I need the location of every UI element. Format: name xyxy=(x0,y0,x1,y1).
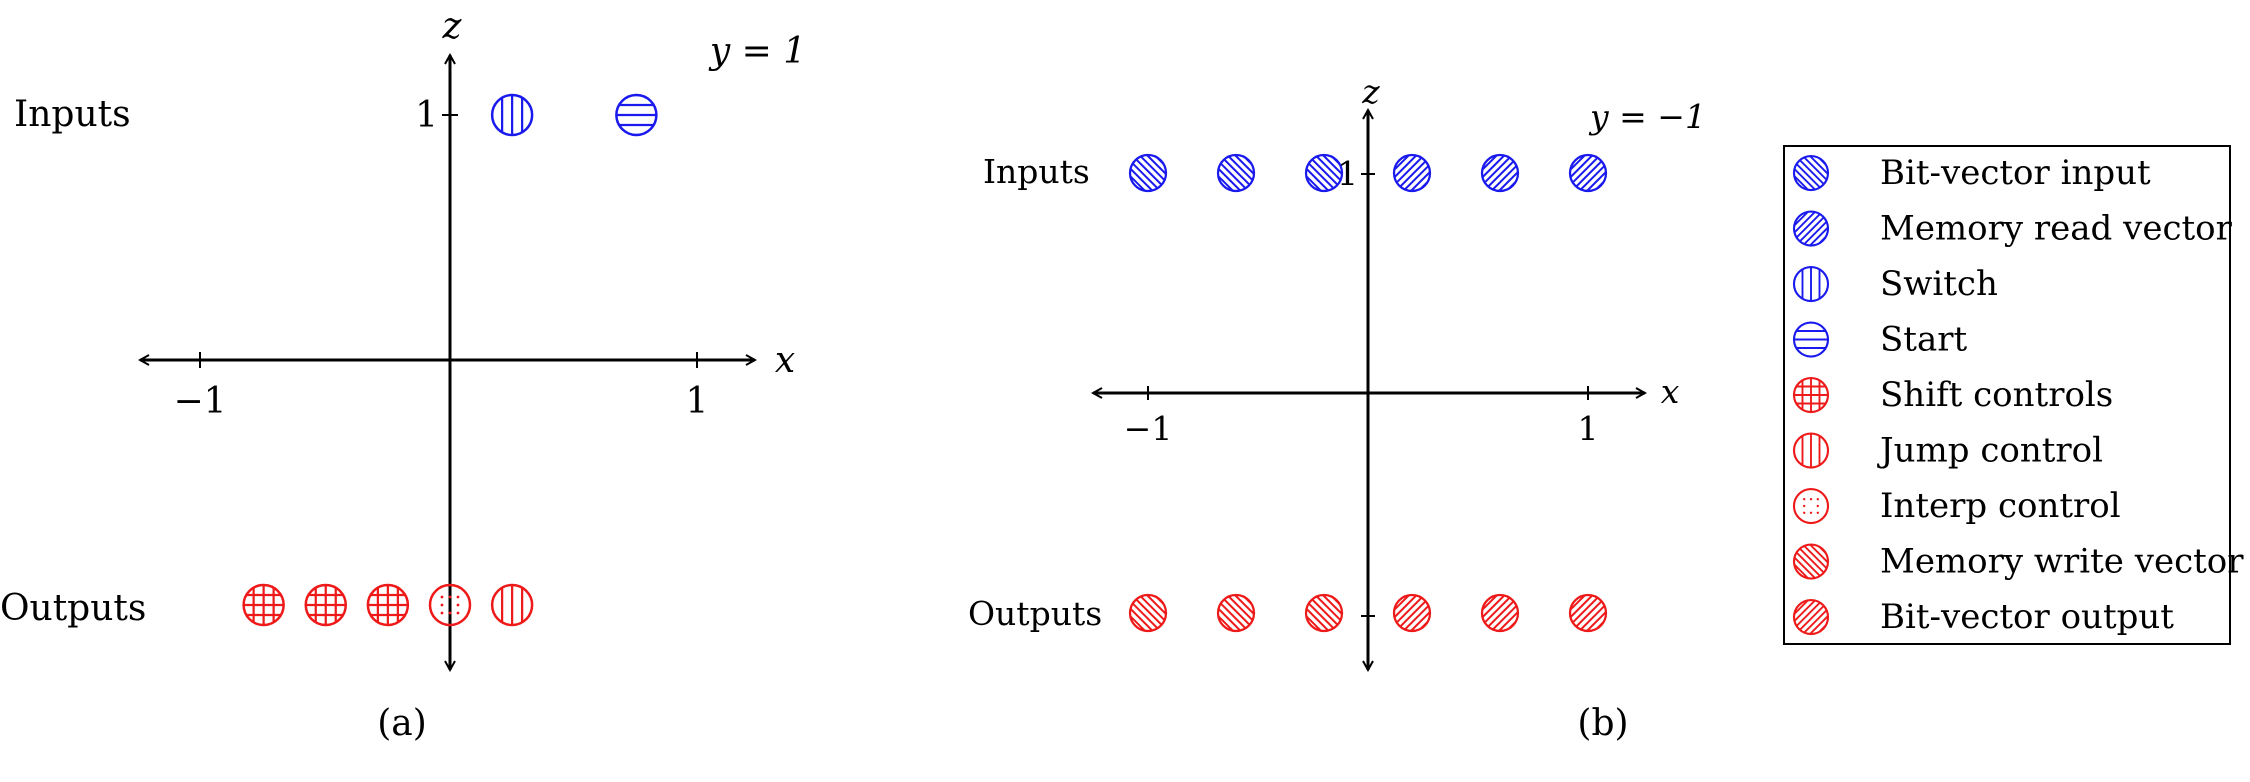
node-b-bitout-9 xyxy=(1392,593,1432,633)
node-a-interp-5 xyxy=(428,583,472,627)
z-tick-label-b-1: 1 xyxy=(1337,154,1358,193)
node-b-bitin-0 xyxy=(1128,153,1168,193)
legend-box xyxy=(1783,145,2231,645)
x-axis-label-b: x xyxy=(1661,372,1680,411)
legend-label-switch: Switch xyxy=(1880,264,1998,304)
panel-a: −1 1 1 x z y = 1 Inputs Outputs (a) xyxy=(0,6,806,744)
node-b-memread-5 xyxy=(1568,153,1608,193)
legend-symbol-jump xyxy=(1792,432,1830,469)
legend-symbol-switch xyxy=(1792,265,1830,303)
x-tick-label-b-1: 1 xyxy=(1578,409,1599,448)
node-a-shift-4 xyxy=(366,583,410,627)
node-a-shift-2 xyxy=(242,583,285,627)
panel-b: −1 1 1 x z y = −1 Inputs Outputs (b) xyxy=(968,72,1706,744)
legend-label-bitin: Bit-vector input xyxy=(1880,153,2151,193)
plane-label-a: y = 1 xyxy=(708,31,806,72)
node-b-memwrite-8 xyxy=(1304,593,1344,633)
legend-label-jump: Jump control xyxy=(1877,431,2103,471)
x-axis-label-a: x xyxy=(775,340,795,381)
node-a-shift-3 xyxy=(304,583,347,627)
node-b-memwrite-6 xyxy=(1128,593,1168,633)
x-tick-label-b-neg1: −1 xyxy=(1124,409,1173,448)
node-b-memread-4 xyxy=(1480,153,1520,193)
legend-label-interp: Interp control xyxy=(1880,486,2121,526)
z-axis-label-a: z xyxy=(442,6,463,47)
row-label-outputs-b: Outputs xyxy=(968,594,1102,633)
x-tick-label-a-1: 1 xyxy=(686,381,709,422)
nodes-a xyxy=(242,93,658,627)
legend-label-memread: Memory read vector xyxy=(1880,209,2233,249)
legend-label-start: Start xyxy=(1880,320,1967,360)
node-b-memwrite-7 xyxy=(1216,593,1256,633)
node-b-bitout-10 xyxy=(1480,593,1520,633)
z-axis-label-b: z xyxy=(1361,72,1380,111)
node-a-jump-6 xyxy=(490,583,534,627)
x-tick-label-a-neg1: −1 xyxy=(173,381,226,422)
legend-symbol-shift xyxy=(1792,376,1830,414)
node-b-bitin-1 xyxy=(1216,153,1256,193)
plane-label-b: y = −1 xyxy=(1588,97,1706,136)
legend-label-shift: Shift controls xyxy=(1880,375,2113,415)
legend-symbol-start xyxy=(1792,321,1830,358)
node-b-memread-3 xyxy=(1392,153,1432,193)
node-a-switch-0 xyxy=(490,93,534,137)
node-b-bitout-11 xyxy=(1568,593,1608,633)
node-b-bitin-2 xyxy=(1304,153,1344,193)
legend-symbol-interp xyxy=(1792,487,1830,525)
row-label-inputs-b: Inputs xyxy=(983,152,1090,191)
legend-label-bitout: Bit-vector output xyxy=(1880,597,2174,637)
row-label-outputs-a: Outputs xyxy=(0,588,146,629)
z-tick-label-a-1: 1 xyxy=(415,95,438,136)
node-a-start-1 xyxy=(615,93,658,137)
row-label-inputs-a: Inputs xyxy=(14,94,131,135)
caption-a: (a) xyxy=(377,703,427,744)
caption-b: (b) xyxy=(1577,703,1628,744)
legend-label-memwrite: Memory write vector xyxy=(1880,542,2244,582)
